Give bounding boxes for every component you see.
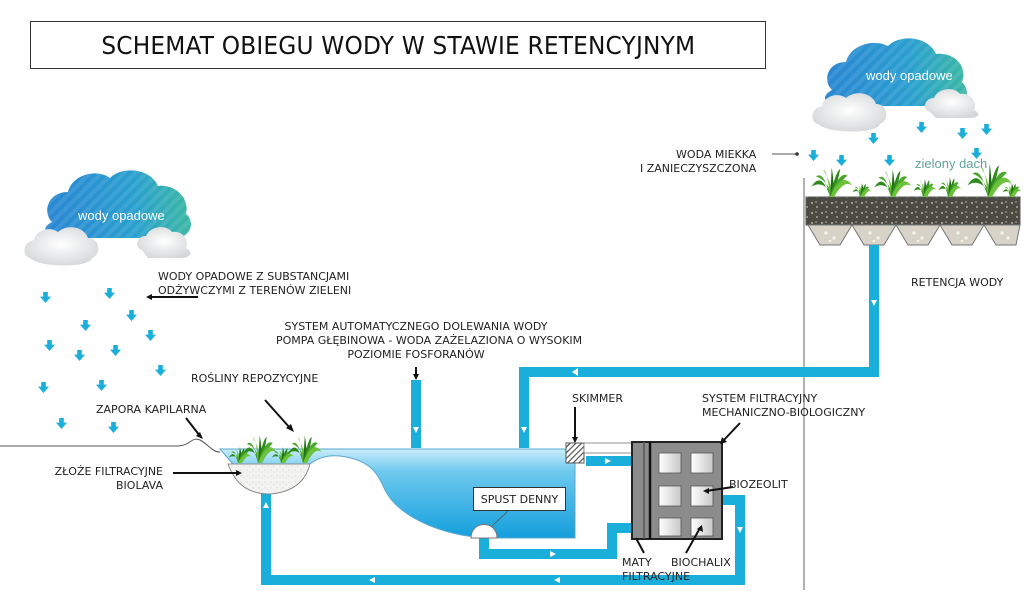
rain-arrow-icon (126, 310, 137, 321)
rain-arrow-icon (80, 320, 91, 331)
pipe-return (261, 478, 745, 585)
label-soft-water: WODA MIEKKA I ZANIECZYSZCZONA (640, 148, 756, 176)
bottom-drain-icon (470, 524, 498, 539)
label-auto-refill: SYSTEM AUTOMATYCZNEGO DOLEWANIA WODY POM… (276, 320, 583, 362)
label-line: WODA MIEKKA (676, 148, 757, 161)
rain-arrow-icon (981, 124, 992, 135)
label-filter-mats: MATY FILTRACYJNE (622, 556, 690, 584)
plant-icon (288, 435, 322, 463)
pond-water (218, 448, 576, 539)
label-biochalix: BIOCHALIX (671, 556, 731, 569)
leader-lines (148, 296, 741, 554)
page-title: SCHEMAT OBIEGU WODY W STAWIE RETENCYJNYM (101, 30, 695, 60)
rain-arrow-icon (884, 155, 895, 166)
label-rain-nutrients: WODY OPADOWE Z SUBSTANCJAMI ODŻYWCZYMI Z… (158, 270, 351, 298)
rain-arrow-icon (44, 340, 55, 351)
plant-icon (874, 169, 912, 197)
cloud-left-icon (24, 170, 191, 266)
cloud-left-label: wody opadowe (77, 208, 165, 223)
label-line: SPUST DENNY (480, 492, 559, 506)
rain-arrow-icon (957, 128, 968, 139)
title-box: SCHEMAT OBIEGU WODY W STAWIE RETENCYJNYM (30, 21, 766, 69)
label-line: BIOLAVA (116, 479, 163, 492)
filter-bed-biolava (227, 463, 311, 495)
plant-icon (913, 179, 937, 197)
repositioning-plants-icon (228, 435, 322, 463)
rain-arrow-icon (868, 133, 879, 144)
green-roof-label: zielony dach (915, 156, 987, 171)
roof-plants-icon (811, 163, 1022, 197)
label-line: POMPA GŁĘBINOWA - WODA ZAŻELAZIONA O WYS… (276, 334, 583, 347)
plant-icon (852, 183, 872, 197)
rain-arrow-icon (110, 345, 121, 356)
label-filter-bed: ZŁOŻE FILTRACYJNE BIOLAVA (32, 465, 163, 493)
label-capillary-barrier: ZAPORA KAPILARNA (96, 403, 207, 416)
rain-arrow-icon (96, 380, 107, 391)
label-line: POZIOMIE FOSFORANÓW (347, 348, 485, 361)
skimmer-icon (565, 442, 585, 464)
label-line: I ZANIECZYSZCZONA (640, 162, 757, 175)
label-retention: RETENCJA WODY (911, 276, 1004, 289)
label-line: SYSTEM AUTOMATYCZNEGO DOLEWANIA WODY (284, 320, 548, 333)
pipe-roof-to-pond (519, 245, 879, 448)
rain-arrow-icon (916, 122, 927, 133)
rain-arrow-icon (38, 382, 49, 393)
cloud-right-icon (812, 38, 979, 132)
rain-arrow-icon (40, 292, 51, 303)
rain-arrow-icon (145, 330, 156, 341)
label-line: FILTRACYJNE (622, 570, 691, 583)
plant-icon (243, 435, 277, 463)
label-bottom-drain: SPUST DENNY (473, 487, 566, 511)
label-line: WODY OPADOWE Z SUBSTANCJAMI (158, 270, 350, 283)
rain-arrow-icon (836, 155, 847, 166)
plant-icon (811, 167, 853, 197)
label-skimmer: SKIMMER (572, 392, 624, 405)
ground-line (0, 438, 221, 453)
plant-icon (938, 177, 962, 197)
plant-icon (1002, 183, 1022, 197)
flow-arrows (263, 300, 877, 583)
pipe-drain-to-filter (479, 523, 634, 559)
label-biozeolit: BIOZEOLIT (729, 478, 788, 491)
plant-icon (228, 447, 252, 463)
label-line: MECHANICZNO-BIOLOGICZNY (702, 406, 866, 419)
label-line: ODŻYWCZYMI Z TERENÓW ZIELENI (158, 284, 352, 297)
label-filter-system: SYSTEM FILTRACYJNY MECHANICZNO-BIOLOGICZ… (702, 392, 865, 420)
label-plants: ROŚLINY REPOZYCYJNE (191, 372, 319, 385)
rain-arrow-icon (808, 150, 819, 161)
label-line: ZŁOŻE FILTRACYJNE (54, 465, 163, 478)
rain-arrow-icon (104, 288, 115, 299)
rain-arrow-icon (74, 350, 85, 361)
rain-arrow-icon (155, 365, 166, 376)
pipes (261, 245, 879, 585)
label-line: MATY (622, 556, 652, 569)
plant-icon (271, 447, 295, 463)
label-line: SYSTEM FILTRACYJNY (702, 392, 818, 405)
plant-icon (967, 163, 1013, 197)
rain-arrow-icon (56, 418, 67, 429)
rain-arrow-icon (108, 422, 119, 433)
cloud-right-label: wody opadowe (865, 68, 953, 83)
green-roof (803, 163, 1022, 590)
